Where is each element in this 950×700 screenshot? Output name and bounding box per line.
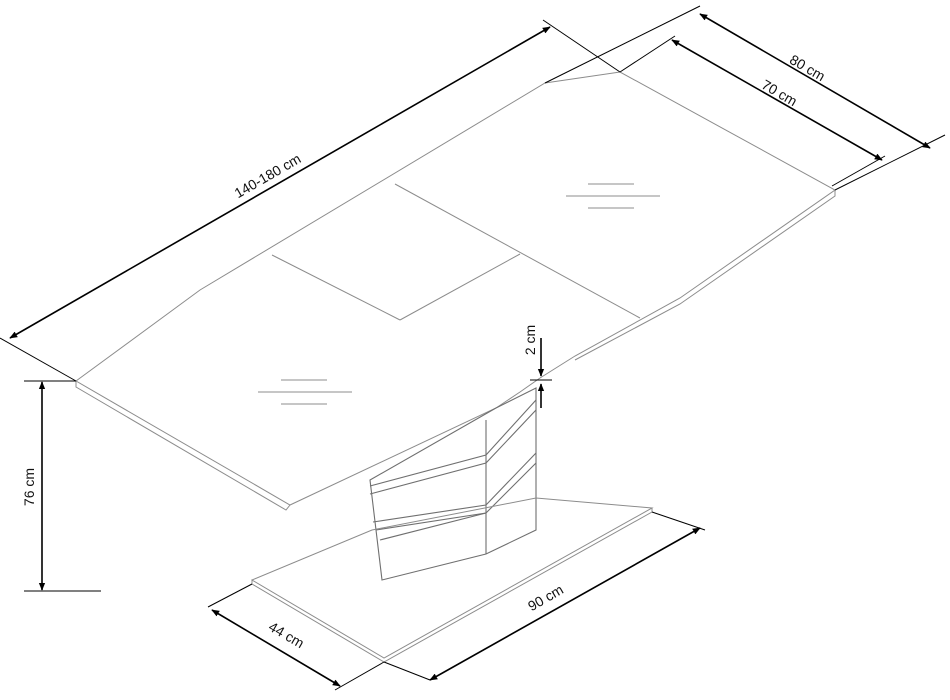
thickness-label: 2 cm (522, 325, 538, 355)
pedestal-column (369, 387, 537, 581)
length-dimension-line (9, 26, 551, 339)
base-length-extension-left (383, 661, 431, 681)
base-plate-edge (251, 508, 653, 663)
width-inner-dimension-line (671, 39, 883, 161)
base-length-dimension-line (429, 527, 701, 681)
base-depth-extension-left (207, 583, 253, 608)
pedestal-panel-bottom (379, 512, 487, 541)
dimensions: 140-180 cm 80 cm 70 cm 2 cm 76 cm 44 cm … (0, 5, 946, 691)
glass-reflection-right (566, 183, 660, 209)
width-inner-extension-top (619, 35, 676, 73)
table-top-right-edge (574, 190, 836, 361)
extension-seam-right (394, 183, 641, 319)
base-depth-dimension-line (211, 609, 341, 687)
width-outer-extension-top (544, 5, 701, 84)
height-label: 76 cm (21, 468, 37, 506)
table-top-surface (75, 71, 836, 506)
glass-reflection-left (258, 379, 352, 405)
length-extension-left (0, 337, 77, 382)
extension-seam-left (271, 254, 401, 321)
length-extension-right (542, 19, 621, 73)
base-length-extension-right (651, 511, 706, 531)
base-plate (250, 497, 654, 659)
base-length-label: 90 cm (525, 581, 566, 614)
pedestal-panel-top (369, 399, 537, 495)
extension-seam-middle (399, 253, 521, 321)
base-depth-extension-right (334, 661, 385, 691)
width-outer-label: 80 cm (787, 51, 828, 84)
width-inner-extension-bottom (831, 155, 886, 187)
table-top (75, 71, 836, 511)
width-inner-label: 70 cm (759, 76, 800, 109)
table-top-front-edge (75, 381, 291, 511)
